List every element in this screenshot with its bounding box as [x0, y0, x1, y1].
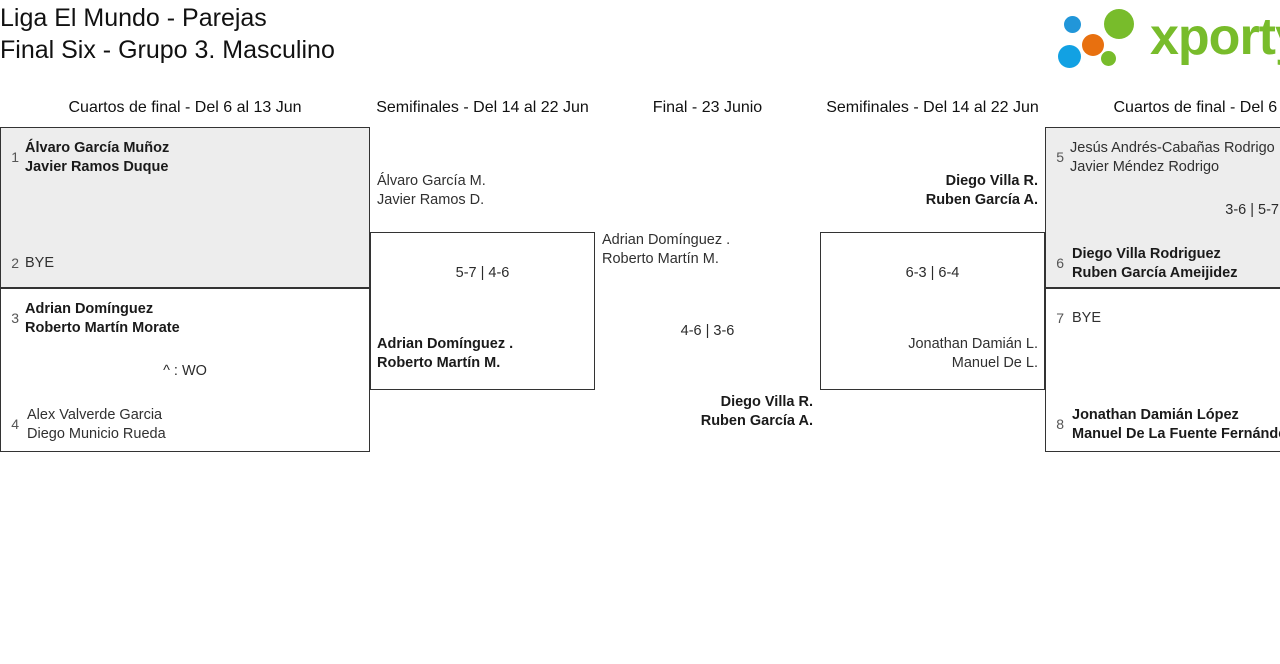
xporty-logo[interactable]: xporty — [1042, 4, 1280, 70]
logo-dot-blue-small-icon — [1064, 16, 1081, 33]
player-name: Manuel De La Fuente Fernández — [1072, 426, 1280, 442]
player-name: Diego Villa R. — [945, 173, 1038, 189]
player-name: Adrian Domínguez — [25, 301, 154, 317]
player-name: BYE — [1072, 310, 1102, 326]
player-name: Roberto Martín Morate — [25, 320, 180, 336]
player-name: Adrian Domínguez . — [377, 336, 514, 352]
seed-number: 5 — [1056, 149, 1064, 165]
seed-number: 4 — [11, 416, 19, 432]
logo-dot-green-small-icon — [1101, 51, 1116, 66]
player-name: Manuel De L. — [951, 355, 1038, 371]
player-name: Adrian Domínguez . — [602, 232, 731, 248]
round-header-quarterfinals-right: Cuartos de final - Del 6 al 13 Jun — [1113, 99, 1280, 116]
match-score: 5-7 | 4-6 — [455, 265, 510, 281]
player-name: Diego Municio Rueda — [27, 426, 166, 442]
player-name: Roberto Martín M. — [602, 251, 719, 267]
round-header-semifinals-left: Semifinales - Del 14 al 22 Jun — [376, 99, 589, 116]
player-name: Alex Valverde Garcia — [27, 407, 163, 423]
seed-number: 8 — [1056, 416, 1064, 432]
player-name: Ruben García A. — [700, 413, 813, 429]
match-box-semifinal-left[interactable]: 5-7 | 4-6 Adrian Domínguez . Roberto Mar… — [370, 232, 595, 390]
match-score: 4-6 | 3-6 — [680, 323, 735, 339]
seed-number: 7 — [1056, 310, 1064, 326]
player-name: Roberto Martín M. — [377, 355, 501, 371]
round-header-quarterfinals-left: Cuartos de final - Del 6 al 13 Jun — [68, 99, 302, 116]
logo-dot-orange-icon — [1082, 34, 1104, 56]
logo-wordmark: xporty — [1150, 8, 1280, 66]
logo-dot-blue-large-icon — [1058, 45, 1081, 68]
player-name: Javier Méndez Rodrigo — [1070, 159, 1220, 175]
seed-number: 1 — [11, 149, 19, 165]
player-name: BYE — [25, 255, 55, 271]
logo-dot-green-large-icon — [1104, 9, 1134, 39]
match-score: ^ : WO — [163, 363, 207, 379]
match-box-qf2[interactable]: 3 Adrian Domínguez Roberto Martín Morate… — [0, 288, 370, 452]
round-header-semifinals-right: Semifinales - Del 14 al 22 Jun — [826, 99, 1039, 116]
player-name: Álvaro García Muñoz — [25, 140, 170, 156]
player-name: Ruben García A. — [925, 192, 1038, 208]
page-header: Liga El Mundo - Parejas Final Six - Grup… — [0, 0, 1280, 88]
logo-dots-icon — [1058, 9, 1150, 68]
player-name: Diego Villa Rodriguez — [1072, 246, 1221, 262]
match-score: 3-6 | 5-7 — [1225, 202, 1279, 218]
player-name: Jesús Andrés-Cabañas Rodrigo — [1070, 140, 1275, 156]
round-header-final: Final - 23 Junio — [652, 99, 763, 116]
match-box-semifinal-right[interactable]: 6-3 | 6-4 Jonathan Damián L. Manuel De L… — [820, 232, 1045, 390]
match-box-qf4[interactable]: 7 BYE 8 Jonathan Damián López Manuel De … — [1045, 288, 1280, 452]
seed-number: 6 — [1056, 255, 1064, 271]
match-box-qf1[interactable]: 1 Álvaro García Muñoz Javier Ramos Duque… — [0, 127, 370, 288]
player-name: Javier Ramos Duque — [25, 159, 169, 175]
right-bracket-clip: 5 Jesús Andrés-Cabañas Rodrigo Javier Mé… — [1045, 120, 1280, 465]
seed-number: 2 — [11, 255, 19, 271]
player-name: Jonathan Damián López — [1072, 407, 1239, 423]
match-box-qf3[interactable]: 5 Jesús Andrés-Cabañas Rodrigo Javier Mé… — [1045, 127, 1280, 288]
player-name: Álvaro García M. — [377, 173, 486, 189]
player-name: Diego Villa R. — [720, 394, 813, 410]
player-name: Jonathan Damián L. — [908, 336, 1038, 352]
page-title: Liga El Mundo - Parejas Final Six - Grup… — [0, 4, 335, 64]
match-score: 6-3 | 6-4 — [905, 265, 960, 281]
seed-number: 3 — [11, 310, 19, 326]
player-name: Javier Ramos D. — [377, 192, 485, 208]
player-name: Ruben García Ameijidez — [1072, 265, 1238, 281]
